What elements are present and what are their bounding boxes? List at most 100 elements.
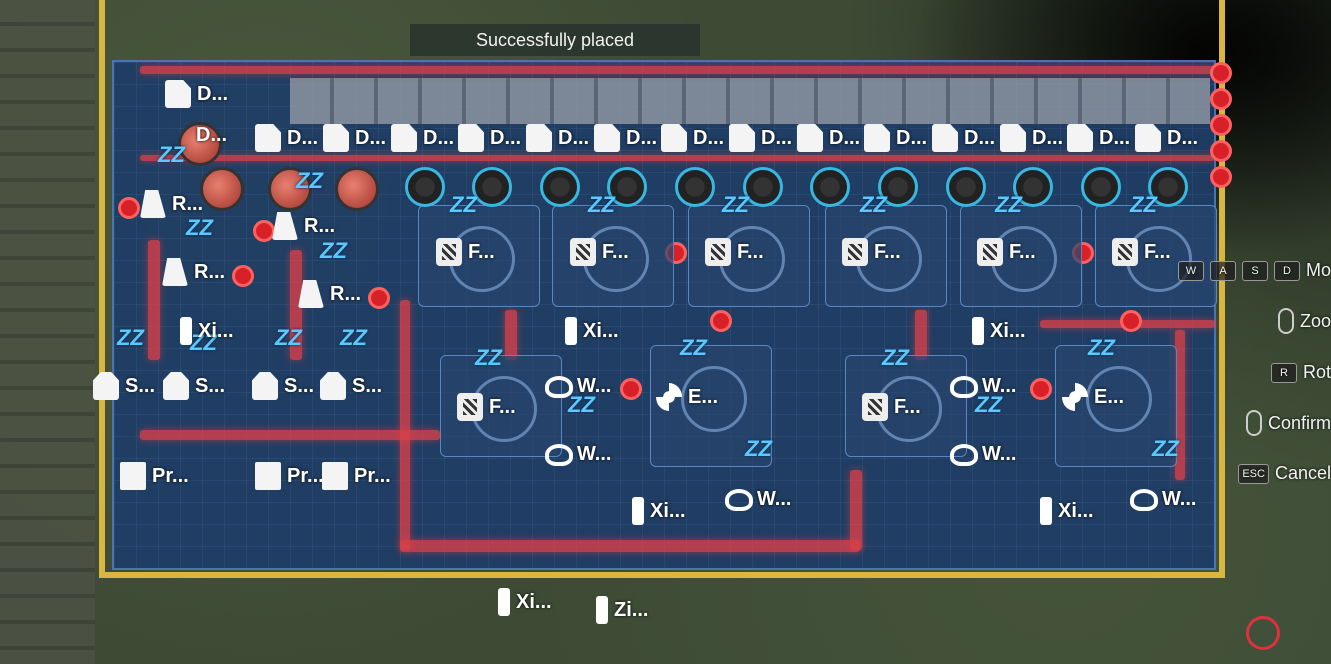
xi-node[interactable]: Xi... <box>1040 497 1094 525</box>
fabricator-building[interactable]: F... <box>457 393 516 421</box>
fabricator-building[interactable]: F... <box>436 238 495 266</box>
fabricator-building[interactable]: F... <box>1112 238 1171 266</box>
node-icon[interactable] <box>405 167 445 207</box>
exchanger-machine[interactable] <box>1055 345 1177 467</box>
depot-icon <box>165 80 191 108</box>
printer-building[interactable]: Pr... <box>120 462 189 490</box>
refiner-icon <box>162 258 188 286</box>
refiner-building[interactable]: R... <box>298 280 361 308</box>
building-label: F... <box>737 240 764 263</box>
xi-node[interactable]: Xi... <box>180 317 234 345</box>
water-building[interactable]: W... <box>950 372 1016 400</box>
node-icon[interactable] <box>1081 167 1121 207</box>
refiner-building[interactable]: R... <box>162 258 225 286</box>
ore-icon[interactable] <box>268 167 312 211</box>
node-icon[interactable] <box>472 167 512 207</box>
depot-building[interactable]: D... <box>661 124 724 152</box>
depot-building[interactable]: D... <box>1000 124 1063 152</box>
fabricator-building[interactable]: F... <box>862 393 921 421</box>
fabricator-building[interactable]: F... <box>570 238 629 266</box>
printer-building[interactable]: Pr... <box>255 462 324 490</box>
key-s[interactable]: S <box>1241 260 1268 281</box>
depot-building[interactable]: D... <box>594 124 657 152</box>
sleep-icon: ZZ <box>296 168 323 193</box>
sleep-icon: ZZ <box>117 325 144 350</box>
fabricator-building[interactable]: F... <box>977 238 1036 266</box>
ore-icon[interactable] <box>200 167 244 211</box>
key-w[interactable]: W <box>1177 260 1204 281</box>
depot-building[interactable]: D... <box>323 124 386 152</box>
water-building[interactable]: W... <box>950 440 1016 468</box>
depot-building[interactable]: D... <box>1067 124 1130 152</box>
depot-building[interactable]: D... <box>932 124 995 152</box>
depot-building[interactable]: D... <box>196 124 227 147</box>
water-building[interactable]: W... <box>545 372 611 400</box>
depot-building[interactable]: D... <box>391 124 454 152</box>
node-icon[interactable] <box>1013 167 1053 207</box>
storage-building[interactable]: S... <box>252 372 314 400</box>
key-r[interactable]: R <box>1270 362 1297 383</box>
xi-node[interactable]: Xi... <box>632 497 686 525</box>
depot-building[interactable]: D... <box>864 124 927 152</box>
depot-building[interactable]: D... <box>729 124 792 152</box>
depot-building[interactable]: D... <box>797 124 860 152</box>
disable-icon[interactable] <box>1246 616 1280 650</box>
exchanger-building[interactable]: E... <box>656 383 718 411</box>
node-icon[interactable] <box>743 167 783 207</box>
hint-label: Confirm <box>1267 412 1331 433</box>
depot-building[interactable]: D... <box>526 124 589 152</box>
building-label: F... <box>874 240 901 263</box>
exchanger-building[interactable]: E... <box>1062 383 1124 411</box>
xi-node[interactable]: Xi... <box>498 588 552 616</box>
refiner-building[interactable]: R... <box>140 190 203 218</box>
building-label: Zi... <box>614 598 649 621</box>
printer-building[interactable]: Pr... <box>322 462 391 490</box>
node-icon[interactable] <box>810 167 850 207</box>
water-building[interactable]: W... <box>545 440 611 468</box>
building-label: R... <box>330 282 362 305</box>
building-label: F... <box>1009 240 1036 263</box>
xi-node[interactable]: Xi... <box>972 317 1026 345</box>
water-building[interactable]: W... <box>725 485 791 513</box>
connector-icon <box>1210 88 1232 110</box>
ore-icon[interactable] <box>335 167 379 211</box>
water-icon <box>725 485 753 513</box>
storage-building[interactable]: S... <box>163 372 225 400</box>
building-label: F... <box>468 240 495 263</box>
zi-node[interactable]: Zi... <box>596 596 648 624</box>
storage-building[interactable]: S... <box>93 372 155 400</box>
depot-icon <box>729 124 755 152</box>
water-building[interactable]: W... <box>1130 485 1196 513</box>
ore-icon[interactable] <box>178 122 222 166</box>
building-label: D... <box>196 124 228 146</box>
xi-node[interactable]: Xi... <box>565 317 619 345</box>
node-icon[interactable] <box>878 167 918 207</box>
belt <box>140 155 1215 161</box>
depot-building[interactable]: D... <box>458 124 521 152</box>
storage-building[interactable]: S... <box>320 372 382 400</box>
fabricator-building[interactable]: F... <box>705 238 764 266</box>
key-esc[interactable]: ESC <box>1238 463 1269 484</box>
node-icon[interactable] <box>946 167 986 207</box>
connector-icon <box>118 197 140 219</box>
node-icon[interactable] <box>607 167 647 207</box>
refiner-building[interactable]: R... <box>272 212 335 240</box>
node-icon[interactable] <box>675 167 715 207</box>
key-a[interactable]: A <box>1209 260 1236 281</box>
building-label: E... <box>1094 385 1125 408</box>
building-label: R... <box>194 260 226 283</box>
xi-icon <box>972 317 984 345</box>
node-icon[interactable] <box>540 167 580 207</box>
fabricator-icon <box>1112 238 1138 266</box>
belt <box>850 470 862 550</box>
key-d[interactable]: D <box>1273 260 1300 281</box>
depot-building[interactable]: D... <box>255 124 318 152</box>
node-icon[interactable] <box>1148 167 1188 207</box>
connector-icon <box>620 378 642 400</box>
depot-building[interactable]: D... <box>1135 124 1198 152</box>
mouse-scroll-icon <box>1277 308 1294 334</box>
building-label: D... <box>490 126 522 149</box>
depot-building[interactable]: D... <box>165 80 228 108</box>
fabricator-building[interactable]: F... <box>842 238 901 266</box>
depot-icon <box>526 124 552 152</box>
